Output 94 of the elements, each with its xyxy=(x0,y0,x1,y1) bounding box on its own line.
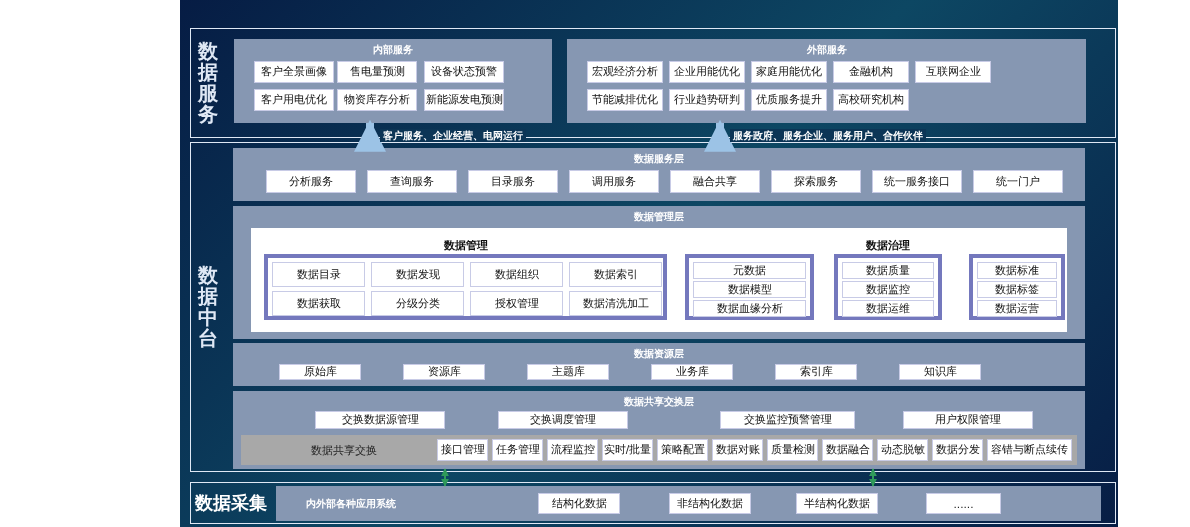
module-box: 售电量预测 xyxy=(337,61,417,83)
module-box: 半结构化数据 xyxy=(796,493,878,514)
layer-panel xyxy=(233,148,1085,201)
module-box: 数据索引 xyxy=(569,262,662,287)
module-box: 高校研究机构 xyxy=(833,89,909,111)
module-box: 客户用电优化 xyxy=(254,89,334,111)
module-box: 知识库 xyxy=(899,364,981,380)
module-box: 家庭用能优化 xyxy=(751,61,827,83)
module-box: 物资库存分析 xyxy=(337,89,417,111)
module-box: 宏观经济分析 xyxy=(587,61,663,83)
module-box: 分析服务 xyxy=(266,170,356,193)
module-box: 数据清洗加工 xyxy=(569,291,662,316)
module-box: 数据模型 xyxy=(693,281,806,298)
layer-band xyxy=(190,142,1116,472)
module-box: 分级分类 xyxy=(371,291,464,316)
module-box: 数据目录 xyxy=(272,262,365,287)
module-box: 策略配置 xyxy=(657,439,708,461)
module-box: 任务管理 xyxy=(492,439,543,461)
module-box: 数据组织 xyxy=(470,262,563,287)
module-box: 融合共享 xyxy=(670,170,760,193)
arrow xyxy=(704,119,736,152)
module-box: 设备状态预警 xyxy=(424,61,504,83)
module-box: 交换监控预警管理 xyxy=(720,411,855,429)
module-box: 金融机构 xyxy=(833,61,909,83)
group-frame xyxy=(969,254,1065,320)
arrow xyxy=(869,468,877,487)
module-box: 优质服务提升 xyxy=(751,89,827,111)
module-box: 行业趋势研判 xyxy=(669,89,745,111)
layer-panel xyxy=(233,343,1085,386)
module-box: 统一服务接口 xyxy=(872,170,962,193)
module-box: 数据质量 xyxy=(842,262,934,279)
panel-title: 数据共享交换 xyxy=(311,442,377,458)
module-box: 业务库 xyxy=(651,364,733,380)
module-box: 资源库 xyxy=(403,364,485,380)
module-box: 非结构化数据 xyxy=(669,493,751,514)
module-box: 主题库 xyxy=(527,364,609,380)
module-box: 授权管理 xyxy=(470,291,563,316)
module-box: 数据融合 xyxy=(822,439,873,461)
group-frame xyxy=(685,254,814,320)
module-box: 容错与断点续传 xyxy=(987,439,1072,461)
module-box: 节能减排优化 xyxy=(587,89,663,111)
module-box: 企业用能优化 xyxy=(669,61,745,83)
module-box: 客户全景画像 xyxy=(254,61,334,83)
layer-title: 数据服务 xyxy=(197,41,218,125)
module-box: 交换调度管理 xyxy=(498,411,628,429)
panel-title: 内部服务 xyxy=(373,43,413,57)
module-box: 流程监控 xyxy=(547,439,598,461)
panel-title: 数据共享交换层 xyxy=(624,395,694,409)
module-box: 调用服务 xyxy=(569,170,659,193)
module-box: 数据分发 xyxy=(932,439,983,461)
layer-panel xyxy=(234,39,552,123)
group-heading: 数据治理 xyxy=(866,239,910,253)
panel-title: 外部服务 xyxy=(806,43,847,57)
module-box: 数据获取 xyxy=(272,291,365,316)
module-box: 数据标签 xyxy=(977,281,1057,298)
module-box: 交换数据源管理 xyxy=(315,411,445,429)
panel-title: 数据管理层 xyxy=(634,210,684,224)
panel-title: 数据资源层 xyxy=(634,347,684,361)
module-box: 元数据 xyxy=(693,262,806,279)
module-box: 数据运营 xyxy=(977,300,1057,317)
layer-panel xyxy=(233,206,1085,339)
layer-title: 数据采集 xyxy=(195,491,267,515)
module-box: ...... xyxy=(926,493,1001,514)
layer-panel xyxy=(567,39,1086,123)
module-box: 探索服务 xyxy=(771,170,861,193)
module-box: 数据标准 xyxy=(977,262,1057,279)
module-box: 新能源发电预测 xyxy=(424,89,504,111)
module-box: 数据发现 xyxy=(371,262,464,287)
panel-title: 内外部各种应用系统 xyxy=(306,496,396,511)
layer-band xyxy=(190,482,1116,524)
module-box: 接口管理 xyxy=(437,439,488,461)
module-box: 索引库 xyxy=(775,364,857,380)
module-box: 动态脱敏 xyxy=(877,439,928,461)
module-bar xyxy=(241,435,1077,465)
module-box: 用户权限管理 xyxy=(903,411,1033,429)
module-box: 实时/批量 xyxy=(602,439,653,461)
group-heading: 数据管理 xyxy=(443,239,488,253)
arrow xyxy=(441,468,449,487)
layer-title: 数据中台 xyxy=(197,265,218,349)
module-box: 数据运维 xyxy=(842,300,934,317)
layer-panel xyxy=(276,486,1101,521)
module-box: 数据对账 xyxy=(712,439,763,461)
panel-title: 数据服务层 xyxy=(634,152,684,166)
arrow xyxy=(354,119,386,152)
layer-panel xyxy=(233,391,1085,469)
module-box: 原始库 xyxy=(279,364,361,380)
module-box: 统一门户 xyxy=(973,170,1063,193)
module-box: 目录服务 xyxy=(468,170,558,193)
module-box: 数据监控 xyxy=(842,281,934,298)
module-box: 数据血缘分析 xyxy=(693,300,806,317)
module-box: 结构化数据 xyxy=(538,493,620,514)
module-box: 查询服务 xyxy=(367,170,457,193)
module-box: 互联网企业 xyxy=(915,61,991,83)
module-box: 质量检测 xyxy=(767,439,818,461)
